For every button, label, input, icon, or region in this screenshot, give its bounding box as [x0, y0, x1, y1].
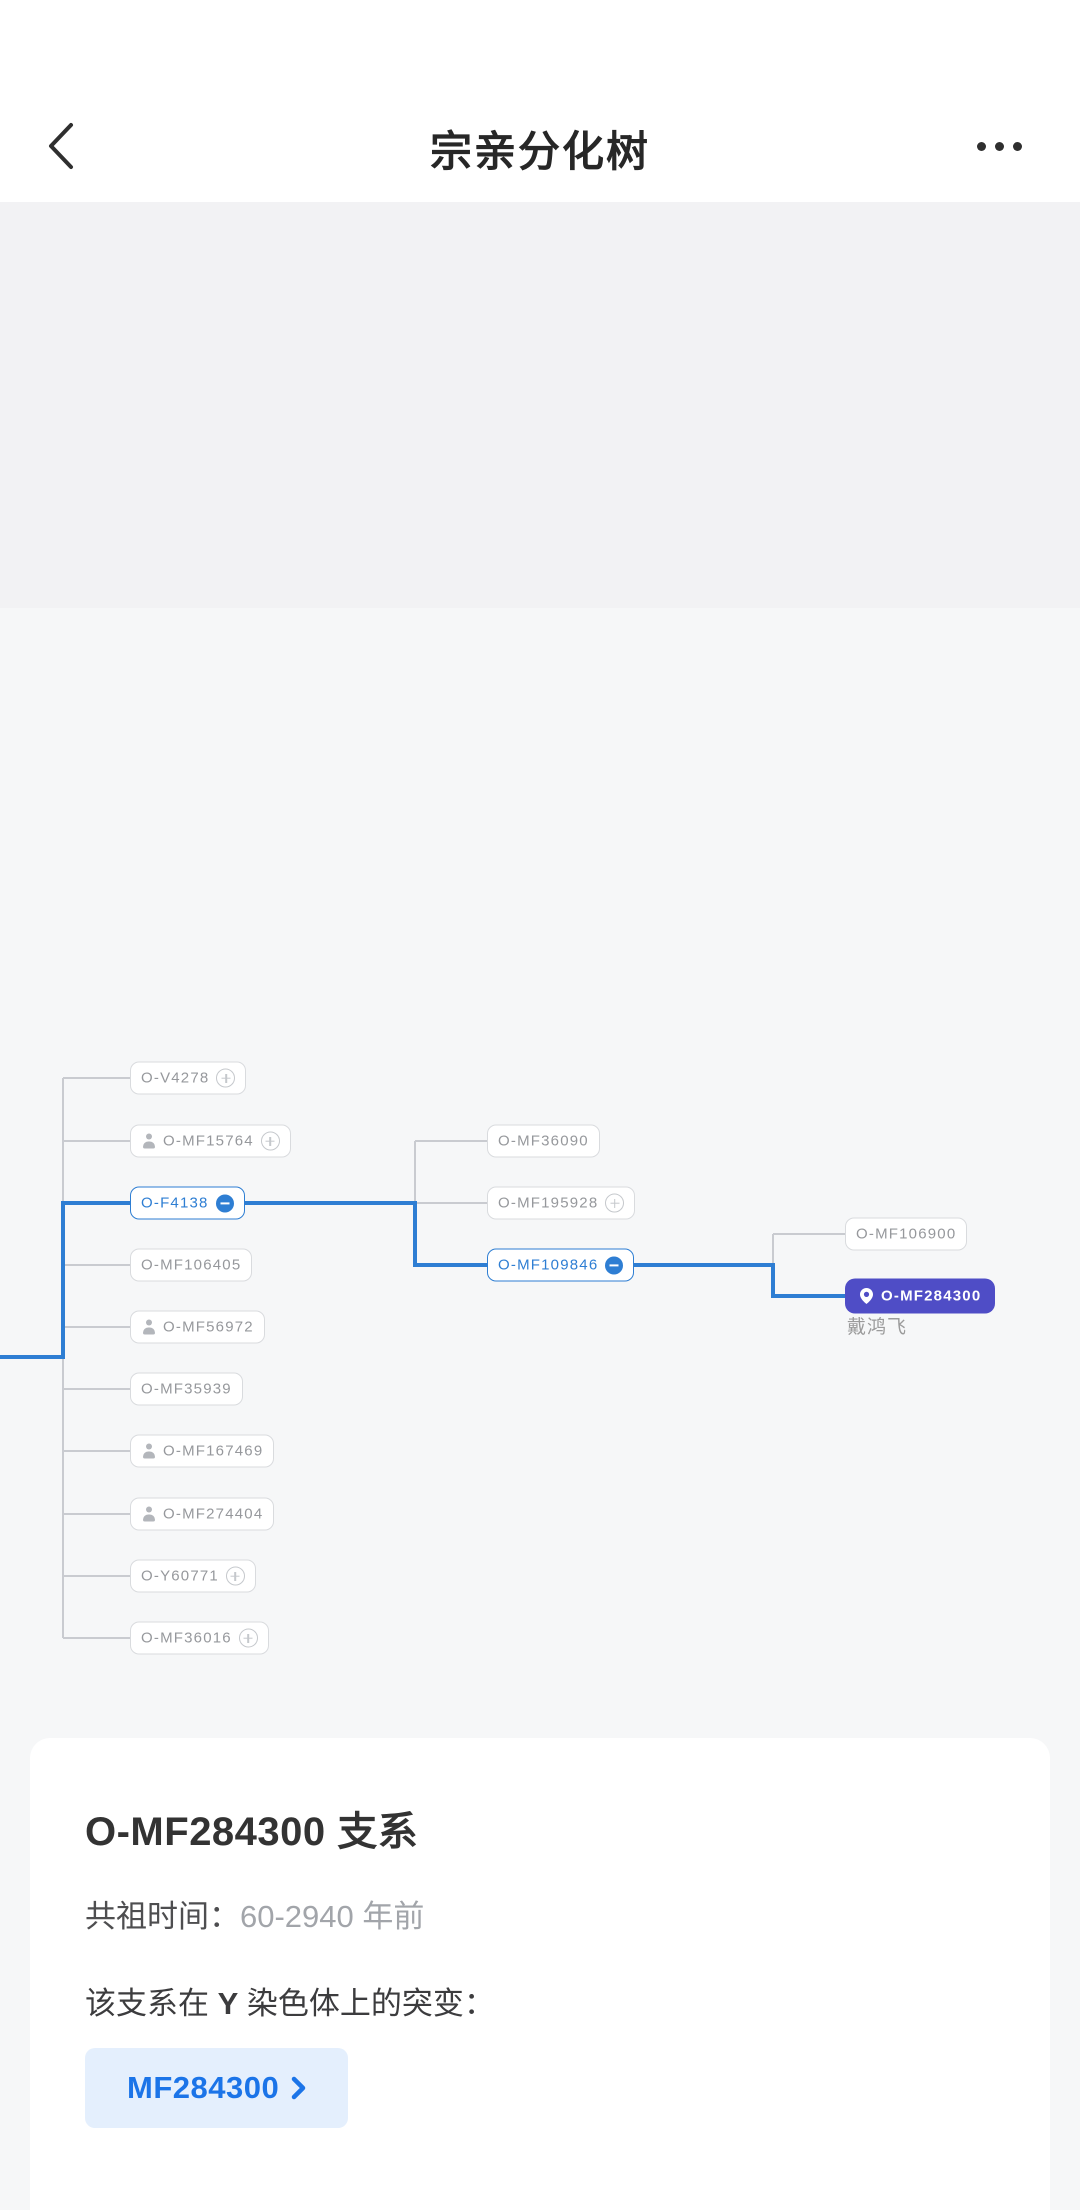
- dot-icon: [995, 141, 1004, 151]
- tree-node-label: O-MF195928: [498, 1194, 599, 1212]
- plus-icon[interactable]: [216, 1068, 236, 1088]
- tree-node-O-MF15764[interactable]: O-MF15764: [130, 1124, 291, 1158]
- tree-node-label: O-MF36090: [498, 1132, 589, 1150]
- tree-node-O-MF274404[interactable]: O-MF274404: [130, 1497, 275, 1531]
- person-icon: [141, 1320, 156, 1335]
- page-title: 宗亲分化树: [429, 128, 650, 175]
- tree-node-label: O-MF15764: [163, 1132, 254, 1150]
- tree-node-label: O-MF284300: [881, 1287, 982, 1305]
- tree-node-label: O-MF106900: [856, 1225, 957, 1243]
- dot-icon: [977, 141, 986, 151]
- lineage-title: O-MF284300 支系: [85, 1810, 419, 1854]
- person-icon: [141, 1444, 156, 1459]
- mutation-button[interactable]: MF284300: [85, 2048, 349, 2128]
- pin-icon: [859, 1288, 874, 1305]
- header-bar: 宗亲分化树: [0, 0, 1080, 202]
- more-menu-button[interactable]: [977, 130, 1022, 162]
- back-chevron-icon: [49, 123, 73, 169]
- tree-node-O-MF195928[interactable]: O-MF195928: [487, 1186, 636, 1220]
- tree-node-O-Y60771[interactable]: O-Y60771: [130, 1559, 256, 1593]
- time-label: 共祖时间：: [85, 1899, 240, 1934]
- mutation-suffix: 染色体上的突变：: [238, 1986, 495, 2021]
- tree-node-O-MF167469[interactable]: O-MF167469: [130, 1434, 275, 1468]
- back-button[interactable]: [44, 118, 104, 174]
- mutation-prefix: 该支系在: [85, 1986, 218, 2021]
- tree-node-label: O-MF35939: [141, 1380, 232, 1398]
- selected-node-person-name: 戴鸿飞: [847, 1317, 908, 1338]
- tree-node-O-MF106900[interactable]: O-MF106900: [845, 1217, 968, 1251]
- tree-node-label: O-MF106405: [141, 1256, 242, 1274]
- mutation-button-label: MF284300: [127, 2070, 280, 2105]
- background-band: [0, 202, 1080, 608]
- tree-node-label: O-MF167469: [163, 1442, 264, 1460]
- chevron-right-icon: [291, 2076, 306, 2100]
- tree-node-O-MF109846[interactable]: O-MF109846: [487, 1248, 635, 1282]
- plus-icon[interactable]: [605, 1193, 625, 1213]
- minus-icon[interactable]: [215, 1194, 234, 1212]
- y-chromosome-label: Y: [217, 1986, 239, 2021]
- tree-node-O-F4138[interactable]: O-F4138: [130, 1186, 245, 1220]
- tree-node-O-MF35939[interactable]: O-MF35939: [130, 1372, 243, 1406]
- mutation-description-row: 该支系在 Y 染色体上的突变：: [85, 1983, 495, 2025]
- plus-icon[interactable]: [225, 1566, 245, 1586]
- person-icon: [141, 1134, 156, 1149]
- plus-icon[interactable]: [260, 1131, 280, 1151]
- plus-icon[interactable]: [238, 1628, 258, 1648]
- minus-icon[interactable]: [605, 1256, 624, 1274]
- tree-node-label: O-MF36016: [141, 1629, 232, 1647]
- tree-node-O-V4278[interactable]: O-V4278: [130, 1061, 247, 1095]
- tree-node-O-MF106405[interactable]: O-MF106405: [130, 1248, 253, 1282]
- tree-node-O-MF284300[interactable]: O-MF284300: [845, 1278, 996, 1314]
- dot-icon: [1013, 141, 1022, 151]
- tree-node-label: O-MF56972: [163, 1318, 254, 1336]
- tree-node-label: O-MF109846: [498, 1256, 599, 1274]
- tree-node-label: O-Y60771: [141, 1567, 219, 1585]
- tree-node-label: O-F4138: [141, 1194, 209, 1212]
- tree-node-O-MF36016[interactable]: O-MF36016: [130, 1621, 269, 1655]
- lineage-info-card: O-MF284300 支系 共祖时间：60-2940 年前 该支系在 Y 染色体…: [30, 1738, 1050, 2210]
- person-icon: [141, 1507, 156, 1522]
- common-ancestor-time-row: 共祖时间：60-2940 年前: [85, 1896, 424, 1938]
- tree-node-O-MF56972[interactable]: O-MF56972: [130, 1310, 265, 1344]
- tree-node-label: O-MF274404: [163, 1505, 264, 1523]
- tree-node-label: O-V4278: [141, 1069, 210, 1087]
- tree-node-O-MF36090[interactable]: O-MF36090: [487, 1124, 600, 1158]
- time-value: 60-2940 年前: [240, 1899, 425, 1934]
